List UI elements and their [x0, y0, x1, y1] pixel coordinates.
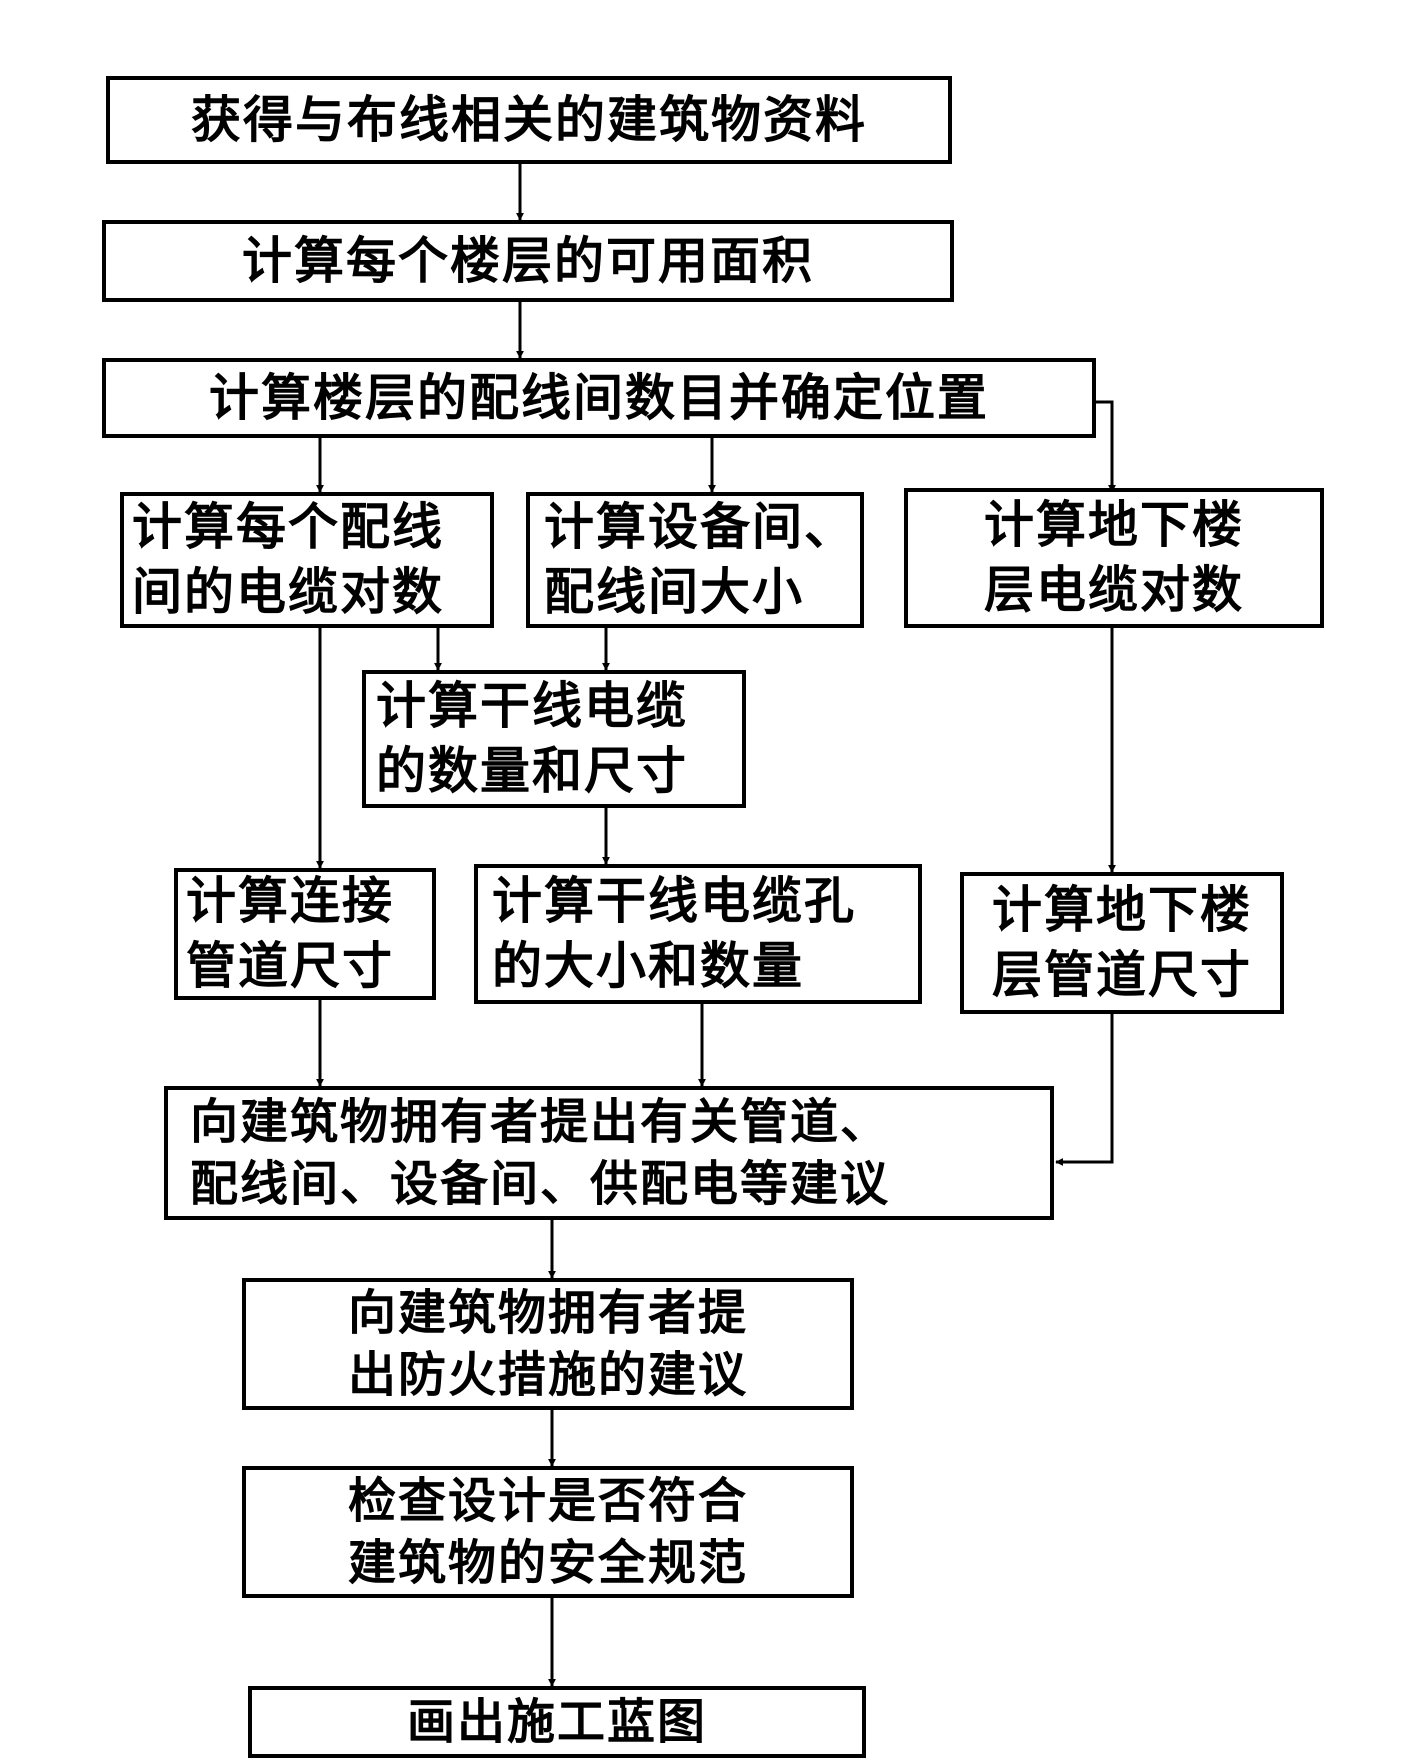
step-11-line-2: 配线间、设备间、供配电等建议 [190, 1156, 891, 1212]
step-8-line-2: 管道尺寸 [186, 937, 394, 995]
step-4-line-2: 间的电缆对数 [132, 563, 444, 621]
step-12-line-1: 向建筑物拥有者提 [347, 1284, 748, 1341]
step-fire-protection-proposal: 向建筑物拥有者提 出防火措施的建议 [242, 1278, 854, 1410]
step-9-line-1: 计算干线电缆孔 [492, 872, 856, 930]
step-11-line-1: 向建筑物拥有者提出有关管道、 [190, 1093, 891, 1150]
step-calc-wiring-closets: 计算楼层的配线间数目并确定位置 [102, 358, 1096, 438]
step-6-line-2: 层电缆对数 [984, 561, 1244, 619]
step-10-line-2: 层管道尺寸 [992, 946, 1252, 1004]
step-5-line-2: 配线间大小 [544, 563, 804, 621]
step-6-line-1: 计算地下楼 [984, 496, 1244, 554]
step-draw-blueprint: 画出施工蓝图 [248, 1686, 866, 1758]
step-3-text: 计算楼层的配线间数目并确定位置 [209, 368, 989, 427]
step-calc-basement-conduit-size: 计算地下楼 层管道尺寸 [960, 872, 1284, 1014]
step-5-line-1: 计算设备间、 [544, 498, 856, 556]
step-12-line-2: 出防火措施的建议 [347, 1347, 748, 1403]
step-13-line-2: 建筑物的安全规范 [347, 1535, 748, 1591]
step-calc-room-size: 计算设备间、 配线间大小 [526, 492, 864, 628]
step-1-text: 获得与布线相关的建筑物资料 [191, 90, 867, 149]
step-calc-backbone-cable-holes: 计算干线电缆孔 的大小和数量 [474, 864, 922, 1004]
step-calc-usable-area: 计算每个楼层的可用面积 [102, 220, 954, 302]
arrow-s3-s6 [1096, 400, 1116, 493]
step-9-line-2: 的大小和数量 [492, 937, 804, 995]
step-check-safety-code: 检查设计是否符合 建筑物的安全规范 [242, 1466, 854, 1598]
step-8-line-1: 计算连接 [186, 872, 394, 930]
step-calc-conduit-size: 计算连接 管道尺寸 [174, 868, 436, 1000]
step-obtain-building-data: 获得与布线相关的建筑物资料 [106, 76, 952, 164]
step-14-text: 画出施工蓝图 [406, 1693, 707, 1750]
step-10-line-1: 计算地下楼 [992, 881, 1252, 939]
step-2-text: 计算每个楼层的可用面积 [242, 231, 814, 290]
step-calc-cable-pairs: 计算每个配线 间的电缆对数 [120, 492, 494, 628]
arrow-s10-s11 [1055, 1014, 1114, 1166]
step-propose-to-owner: 向建筑物拥有者提出有关管道、 配线间、设备间、供配电等建议 [164, 1086, 1054, 1220]
step-7-line-2: 的数量和尺寸 [376, 742, 688, 800]
step-4-line-1: 计算每个配线 [132, 498, 444, 556]
step-13-line-1: 检查设计是否符合 [347, 1472, 748, 1529]
step-calc-backbone-cable-size: 计算干线电缆 的数量和尺寸 [362, 670, 746, 808]
step-7-line-1: 计算干线电缆 [376, 677, 688, 735]
step-calc-basement-cable-pairs: 计算地下楼 层电缆对数 [904, 488, 1324, 628]
